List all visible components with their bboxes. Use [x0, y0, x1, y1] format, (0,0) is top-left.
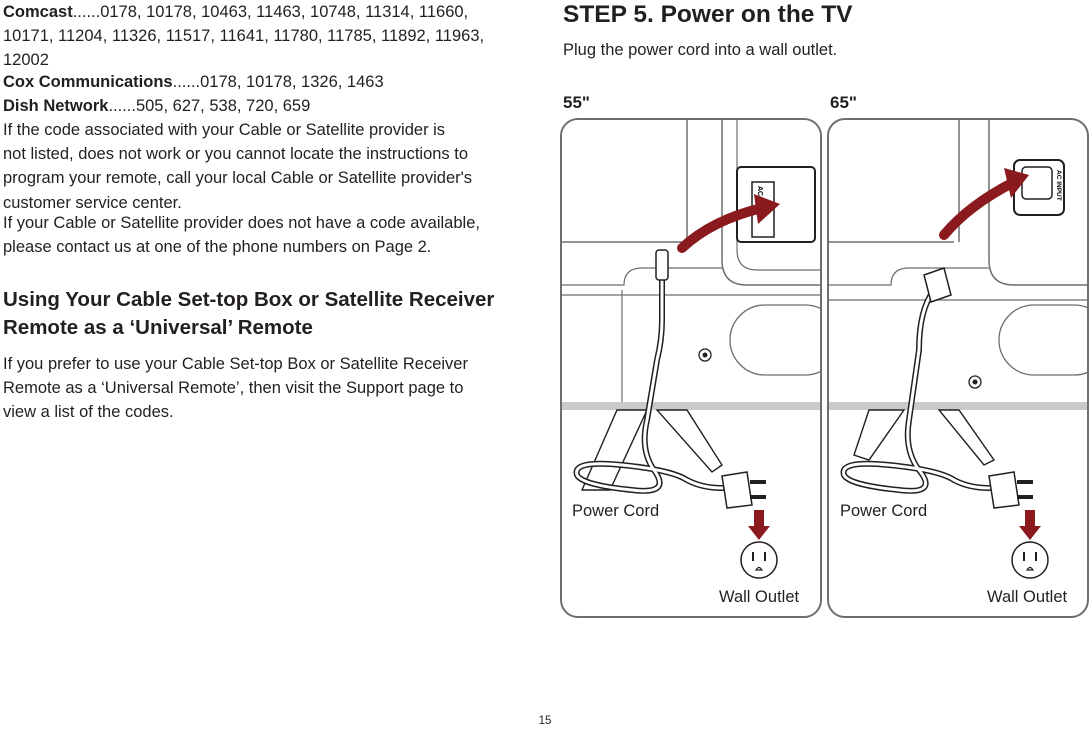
section-heading: Using Your Cable Set-top Box or Satellit…: [3, 286, 494, 342]
text-line: program your remote, call your local Cab…: [3, 169, 473, 188]
tv-back-illustration: AC INPUT: [562, 120, 820, 579]
text-line: Remote as a ‘Universal Remote’, then vis…: [3, 379, 464, 398]
power-cord-label: Power Cord: [572, 502, 660, 520]
text-line: please contact us at one of the phone nu…: [3, 238, 432, 257]
provider-dish: Dish Network......505, 627, 538, 720, 65…: [3, 94, 310, 118]
provider-name: Comcast: [3, 3, 73, 21]
text-line: customer service center.: [3, 193, 182, 212]
provider-codes: ......505, 627, 538, 720, 659: [108, 97, 311, 115]
illustration-panel-65: AC INPUT Power Cord Wall Outlet: [827, 118, 1089, 618]
step-instruction: Plug the power cord into a wall outlet.: [563, 41, 838, 59]
text-line: view a list of the codes.: [3, 403, 174, 422]
heading-line: Remote as a ‘Universal’ Remote: [3, 316, 313, 339]
heading-line: Using Your Cable Set-top Box or Satellit…: [3, 288, 495, 311]
illustration-panel-55: AC INPUT Power Cord Wall Outlet: [560, 118, 822, 618]
provider-comcast: Comcast......0178, 10178, 10463, 11463, …: [3, 0, 484, 73]
wall-outlet-label: Wall Outlet: [719, 588, 800, 606]
info-paragraph-3: If you prefer to use your Cable Set-top …: [3, 352, 468, 425]
text-line: If the code associated with your Cable o…: [3, 121, 446, 139]
info-paragraph-1: If the code associated with your Cable o…: [3, 118, 472, 215]
provider-codes: ......0178, 10178, 1326, 1463: [172, 73, 384, 91]
text-line: If you prefer to use your Cable Set-top …: [3, 355, 468, 373]
tv-back-illustration: AC INPUT: [829, 120, 1087, 579]
page-number: 15: [538, 715, 552, 727]
provider-name: Cox Communications: [3, 73, 173, 91]
text-line: If your Cable or Satellite provider does…: [3, 214, 480, 232]
provider-codes: ......0178, 10178, 10463, 11463, 10748, …: [72, 3, 469, 21]
wall-outlet-label: Wall Outlet: [987, 588, 1068, 606]
step-title: STEP 5. Power on the TV: [563, 1, 853, 28]
provider-codes: 12002: [3, 51, 49, 70]
provider-name: Dish Network: [3, 97, 109, 115]
panel-size-label-55: 55": [563, 93, 590, 112]
ac-input-label: AC INPUT: [1055, 170, 1062, 201]
text-line: not listed, does not work or you cannot …: [3, 145, 469, 164]
provider-cox: Cox Communications......0178, 10178, 132…: [3, 70, 384, 94]
provider-codes: 10171, 11204, 11326, 11517, 11641, 11780…: [3, 27, 485, 46]
power-cord-label: Power Cord: [840, 502, 928, 520]
info-paragraph-2: If your Cable or Satellite provider does…: [3, 211, 480, 259]
panel-size-label-65: 65": [830, 93, 857, 112]
